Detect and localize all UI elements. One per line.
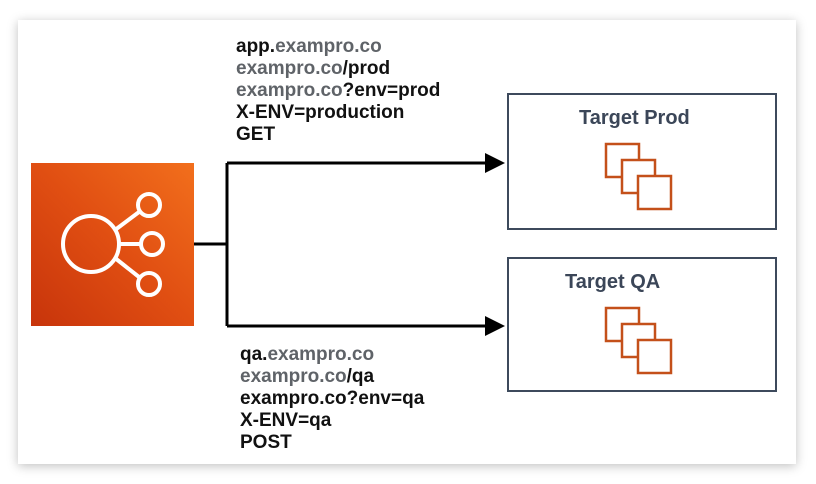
prod-rule-host: app.exampro.co	[236, 36, 382, 57]
target-prod-box: Target Prod	[507, 93, 777, 230]
qa-rule-host: qa.exampro.co	[240, 344, 375, 365]
instances-icon	[604, 306, 673, 375]
elastic-load-balancer-icon	[61, 192, 165, 297]
qa-rule-path: exampro.co/qa	[240, 366, 375, 387]
routing-connector	[194, 161, 487, 328]
load-balancer	[31, 163, 194, 326]
target-prod-title: Target Prod	[579, 107, 690, 129]
instances-icon	[604, 142, 673, 211]
prod-rule-path: exampro.co/prod	[236, 58, 391, 79]
qa-rule-header: X-ENV=qa	[240, 410, 332, 431]
target-qa-title: Target QA	[565, 271, 661, 293]
prod-rule-header: X-ENV=production	[236, 102, 405, 123]
qa-arrowhead	[485, 316, 505, 336]
prod-rule-method: GET	[236, 124, 276, 145]
prod-arrowhead	[485, 153, 505, 173]
qa-rule-query: exampro.co?env=qa	[240, 388, 425, 409]
qa-rule-method: POST	[240, 432, 292, 453]
target-qa-box: Target QA	[507, 257, 777, 392]
prod-rule-query: exampro.co?env=prod	[236, 80, 441, 101]
